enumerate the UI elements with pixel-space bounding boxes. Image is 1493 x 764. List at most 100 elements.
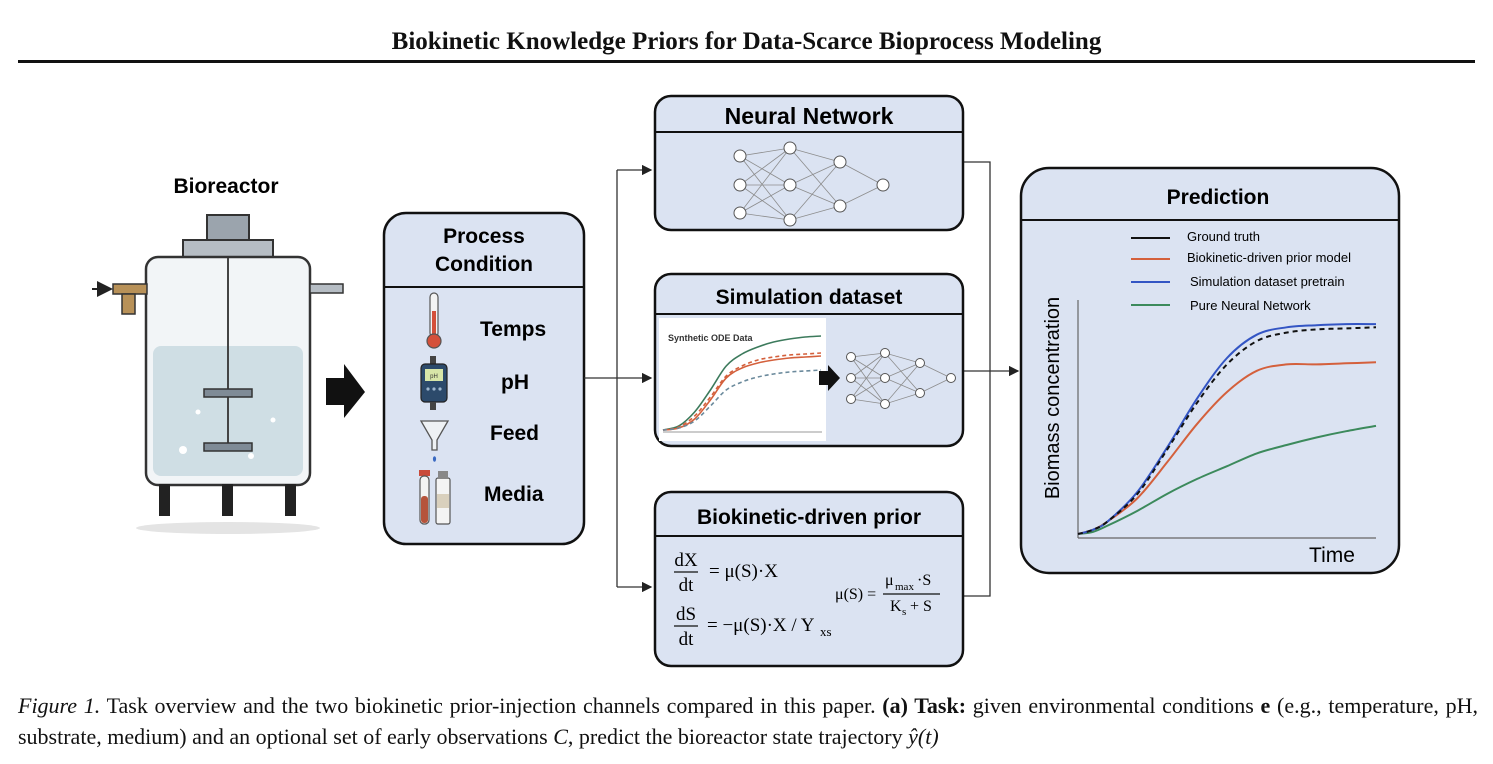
nn-small-edge <box>850 356 886 405</box>
biokinetic-prior-title: Biokinetic-driven prior <box>697 506 921 529</box>
biokinetic-prior-panel <box>653 490 965 668</box>
mu-denominator-subscript: s <box>902 606 906 618</box>
neural-network-title: Neural Network <box>725 103 894 129</box>
nn-main-edge <box>739 147 791 157</box>
eq1-rhs: = μ(S)·X <box>709 561 778 582</box>
caption-text-3: (e.g., temperature, pH, substrate, mediu… <box>18 693 1478 749</box>
caption-figure-label: Figure 1. <box>18 693 101 718</box>
nn-small-edge <box>884 352 921 364</box>
nn-main-node <box>783 141 797 155</box>
eq2-numerator: dS <box>676 604 696 625</box>
legend-biokinetic: Biokinetic-driven prior model <box>1187 250 1351 265</box>
nn-main-edge <box>789 161 841 221</box>
nn-main-node <box>876 178 890 192</box>
prediction-panel <box>1019 166 1401 575</box>
sim-flow-arrow-icon <box>819 365 840 391</box>
flow-arrow-icon <box>326 364 365 418</box>
nn-small-node <box>915 388 925 398</box>
nn-small-edge <box>850 356 886 379</box>
nn-small-edge <box>884 362 921 405</box>
nn-small-edge <box>850 377 886 405</box>
nn-main-edge <box>739 155 791 186</box>
bioreactor-label: Bioreactor <box>173 175 278 198</box>
legend-ground-truth: Ground truth <box>1187 229 1260 244</box>
nn-small-edge <box>850 352 886 400</box>
prediction-x-axis-label: Time <box>1309 544 1355 567</box>
nn-main-node <box>733 178 747 192</box>
condition-item-media: Media <box>484 483 544 506</box>
prediction-title: Prediction <box>1167 186 1270 209</box>
nn-small-node <box>846 394 856 404</box>
nn-small-node <box>880 373 890 383</box>
synthetic-series-line <box>662 369 822 431</box>
bioreactor-illustration <box>92 214 344 534</box>
nn-main-edge <box>789 184 841 207</box>
caption-text-4: , predict the bioreactor state trajector… <box>567 724 909 749</box>
nn-main-edge <box>739 147 791 214</box>
nn-small-node <box>846 352 856 362</box>
nn-main-edge <box>739 147 791 186</box>
funnel-icon <box>419 420 450 462</box>
mu-denominator: K <box>890 598 902 615</box>
mu-denominator-tail: + S <box>906 598 932 615</box>
thermometer-icon <box>426 292 442 349</box>
prediction-y-axis-label: Biomass concentration <box>1042 297 1064 499</box>
nn-main-node <box>733 149 747 163</box>
eq2-denominator: dt <box>679 629 695 650</box>
eq1-denominator: dt <box>679 575 695 596</box>
nn-small-edge <box>919 377 952 394</box>
caption-symbol-e: e <box>1260 693 1271 718</box>
synthetic-plot-label: Synthetic ODE Data <box>668 333 754 343</box>
header-rule <box>18 60 1475 63</box>
nn-main-edge <box>739 184 791 221</box>
nn-main-edge <box>789 205 841 221</box>
biokinetic-equations: dX dt = μ(S)·X dS dt = −μ(S)·X / Y xs μ(… <box>674 550 940 650</box>
prediction-plot <box>1077 323 1377 535</box>
nn-main-edge <box>739 212 791 221</box>
condition-item-ph: pH <box>501 371 529 394</box>
nn-main-edge <box>739 155 791 221</box>
caption-text-1: Task overview and the two biokinetic pri… <box>100 693 883 718</box>
neural-network-graph <box>733 141 890 227</box>
nn-small-node <box>915 358 925 368</box>
small-neural-network-graph <box>846 348 956 409</box>
nn-small-edge <box>884 362 921 379</box>
figure-overview: Bioreactor Process Condition Temps pH pH… <box>92 94 1401 668</box>
mu-lhs: μ(S) = <box>835 586 876 603</box>
mu-numerator-tail: ·S <box>917 572 931 589</box>
mu-numerator: μ <box>885 572 894 589</box>
nn-main-node <box>783 213 797 227</box>
legend-simulation: Simulation dataset pretrain <box>1190 274 1345 289</box>
simulation-dataset-title: Simulation dataset <box>716 286 903 309</box>
synthetic-series-line <box>662 352 822 431</box>
prediction-legend: Ground truth Biokinetic-driven prior mod… <box>1131 229 1351 313</box>
eq2-subscript: xs <box>820 624 832 639</box>
process-condition-title-line2: Condition <box>435 253 533 276</box>
nn-small-node <box>946 373 956 383</box>
ph-meter-icon <box>420 356 448 410</box>
eq1-numerator: dX <box>674 550 698 571</box>
nn-small-edge <box>850 352 886 358</box>
nn-main-node <box>783 178 797 192</box>
nn-main-node <box>833 155 847 169</box>
nn-small-edge <box>884 377 921 394</box>
synthetic-series-line <box>662 355 822 431</box>
nn-main-edge <box>839 184 884 207</box>
nn-main-edge <box>789 147 841 163</box>
condition-item-feed: Feed <box>490 422 539 445</box>
nn-small-edge <box>850 398 886 405</box>
nn-main-node <box>733 206 747 220</box>
synthetic-ode-plot <box>662 335 822 433</box>
paper-header-title: Biokinetic Knowledge Priors for Data-Sca… <box>391 28 1102 55</box>
nn-small-node <box>846 373 856 383</box>
media-tubes-icon <box>419 470 451 525</box>
nn-small-edge <box>919 362 952 379</box>
caption-symbol-y: ŷ(t) <box>908 724 939 749</box>
eq2-rhs: = −μ(S)·X / Y <box>707 615 815 636</box>
nn-small-node <box>880 348 890 358</box>
nn-small-edge <box>884 392 921 405</box>
mu-numerator-subscript: max <box>895 581 914 593</box>
prediction-axes <box>1077 300 1376 539</box>
prediction-series-line <box>1077 424 1377 535</box>
nn-main-edge <box>739 184 791 214</box>
